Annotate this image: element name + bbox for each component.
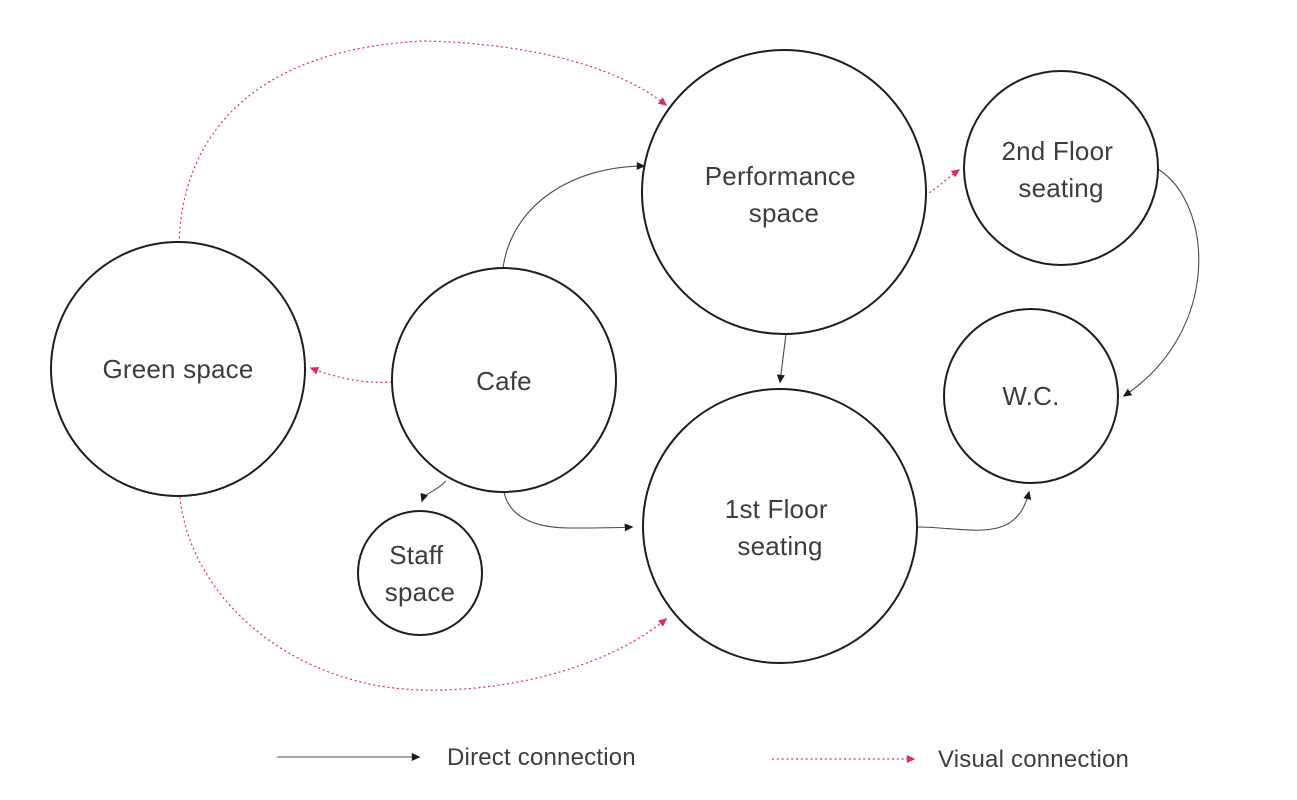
edge-green-space-to-first-floor-seating: [179, 496, 668, 691]
direct-connections: [420, 162, 1200, 532]
node-wc-label: W.C.: [1002, 381, 1059, 411]
edge-green-space-to-performance-space: [178, 40, 668, 244]
node-staff-space-shape: [357, 510, 483, 636]
node-wc-shape: [943, 308, 1119, 484]
node-second-floor-seating-shape: [963, 70, 1159, 266]
edge-first-floor-seating-to-wc: [916, 490, 1032, 531]
node-first-floor-seating-shape: [642, 388, 918, 664]
node-first-floor-seating: 1st Floor seating: [642, 388, 918, 664]
edge-cafe-to-green-space: [309, 366, 393, 383]
node-green-space-label: Green space: [102, 354, 253, 384]
legend-item-direct: Direct connection: [277, 744, 636, 771]
node-performance-space-label: Performance space: [705, 161, 863, 228]
legend-direct-label: Direct connection: [447, 744, 636, 771]
edge-cafe-to-first-floor-seating: [503, 491, 634, 532]
edge-performance-space-to-second-floor-seating: [924, 169, 961, 196]
node-cafe-label: Cafe: [476, 366, 532, 396]
node-performance-space: Performance space: [641, 49, 927, 335]
node-cafe-shape: [391, 267, 617, 493]
node-wc: W.C.: [943, 308, 1119, 484]
node-green-space: Green space: [50, 241, 306, 497]
edge-second-floor-seating-to-wc: [1122, 168, 1200, 397]
edge-performance-space-to-first-floor-seating: [776, 333, 787, 384]
node-second-floor-seating-label: 2nd Floor seating: [1001, 136, 1120, 203]
edge-cafe-to-staff-space: [420, 480, 447, 503]
legend: Direct connection Visual connection: [277, 744, 1129, 773]
node-cafe: Cafe: [391, 267, 617, 493]
node-staff-space: Staff space: [357, 510, 483, 636]
legend-item-visual: Visual connection: [772, 746, 1129, 773]
legend-visual-label: Visual connection: [938, 746, 1129, 773]
node-performance-space-shape: [641, 49, 927, 335]
visual-connections: [178, 40, 961, 691]
node-green-space-shape: [50, 241, 306, 497]
edge-cafe-to-performance-space: [502, 162, 646, 269]
node-second-floor-seating: 2nd Floor seating: [963, 70, 1159, 266]
node-staff-space-label: Staff space: [385, 540, 455, 607]
node-first-floor-seating-label: 1st Floor seating: [725, 494, 835, 561]
